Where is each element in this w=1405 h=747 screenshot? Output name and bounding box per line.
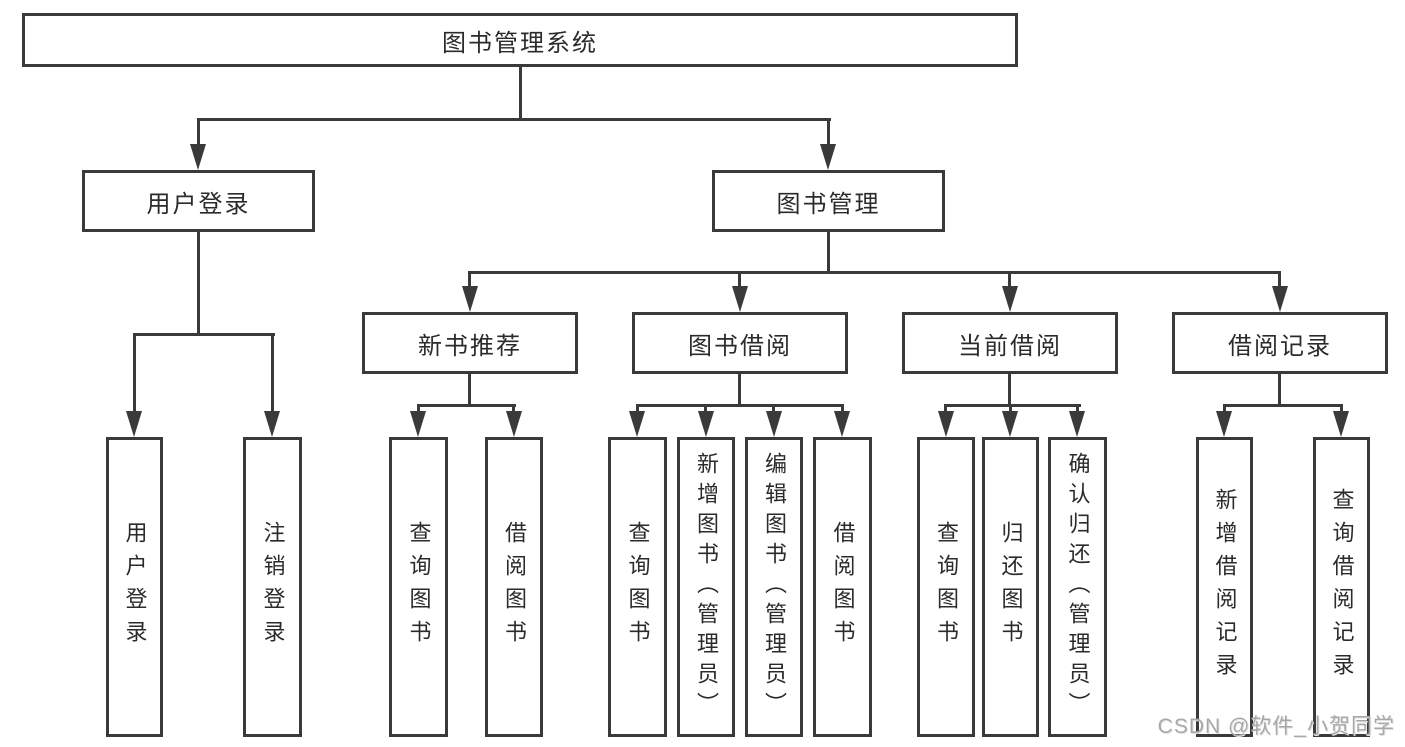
arrow-down-icon	[462, 286, 478, 312]
connector-line	[704, 404, 707, 413]
arrow-down-icon	[1002, 411, 1018, 437]
arrow-down-icon	[732, 286, 748, 312]
leaf-label: 借阅图书	[830, 521, 856, 653]
leaf-logout: 注销登录	[243, 437, 302, 737]
node-user-login-branch: 用户登录	[82, 170, 315, 232]
arrow-down-icon	[938, 411, 954, 437]
leaf-label: 借阅图书	[502, 521, 527, 653]
arrow-down-icon	[1333, 411, 1349, 437]
leaf-label: 注销登录	[260, 521, 286, 653]
connector-line	[827, 118, 830, 148]
node-book-management: 图书管理	[712, 170, 945, 232]
node-library-system-root: 图书管理系统	[22, 13, 1018, 67]
connector-line	[1008, 271, 1011, 289]
leaf-label: 编辑图书（管理员）	[762, 452, 787, 722]
arrow-down-icon	[766, 411, 782, 437]
connector-line	[468, 271, 1281, 274]
arrow-down-icon	[1216, 411, 1232, 437]
connector-line	[519, 67, 522, 120]
connector-line	[1223, 404, 1226, 413]
connector-line	[133, 333, 136, 413]
leaf-user-login: 用户登录	[106, 437, 163, 737]
connector-line	[944, 404, 947, 413]
leaf-confirm-return-admin: 确认归还（管理员）	[1048, 437, 1107, 737]
connector-line	[944, 404, 1081, 407]
connector-line	[636, 404, 844, 407]
connector-line	[197, 118, 831, 121]
connector-line	[772, 404, 775, 413]
arrow-down-icon	[1069, 411, 1085, 437]
arrow-down-icon	[1002, 286, 1018, 312]
leaf-add-book-admin: 新增图书（管理员）	[677, 437, 735, 737]
leaf-query-borrow-record: 查询借阅记录	[1313, 437, 1370, 737]
arrow-down-icon	[410, 411, 426, 437]
arrow-down-icon	[698, 411, 714, 437]
arrow-down-icon	[834, 411, 850, 437]
leaf-borrow-books-borrowing: 借阅图书	[813, 437, 872, 737]
node-label: 图书管理系统	[442, 29, 598, 57]
node-label: 图书管理	[776, 190, 881, 218]
connector-line	[417, 404, 516, 407]
connector-line	[197, 118, 200, 148]
arrow-down-icon	[820, 144, 836, 170]
leaf-label: 新增图书（管理员）	[694, 452, 719, 722]
connector-line	[197, 232, 200, 335]
connector-line	[271, 333, 274, 413]
arrow-down-icon	[506, 411, 522, 437]
connector-line	[468, 271, 471, 289]
leaf-label: 查询图书	[934, 521, 959, 653]
connector-line	[841, 404, 844, 413]
leaf-add-borrow-record: 新增借阅记录	[1196, 437, 1253, 737]
connector-line	[1008, 374, 1011, 406]
node-current-borrowing: 当前借阅	[902, 312, 1118, 374]
node-label: 用户登录	[146, 190, 251, 218]
csdn-watermark: CSDN @软件_小贺同学	[1157, 715, 1395, 738]
leaf-query-books-borrowing: 查询图书	[608, 437, 667, 737]
node-book-borrowing: 图书借阅	[632, 312, 848, 374]
node-label: 新书推荐	[418, 332, 522, 360]
node-new-book-recommend: 新书推荐	[362, 312, 578, 374]
node-label: 当前借阅	[958, 332, 1062, 360]
connector-line	[1278, 374, 1281, 406]
connector-line	[738, 374, 741, 406]
leaf-query-books-recommend: 查询图书	[389, 437, 448, 737]
node-label: 图书借阅	[688, 332, 792, 360]
connector-line	[1076, 404, 1079, 413]
leaf-return-book: 归还图书	[982, 437, 1039, 737]
leaf-borrow-books-recommend: 借阅图书	[485, 437, 543, 737]
connector-line	[827, 232, 830, 273]
leaf-label: 用户登录	[122, 521, 148, 653]
connector-line	[468, 374, 471, 406]
leaf-label: 新增借阅记录	[1212, 488, 1238, 686]
leaf-label: 查询借阅记录	[1329, 488, 1355, 686]
arrow-down-icon	[629, 411, 645, 437]
arrow-down-icon	[264, 411, 280, 437]
connector-line	[1340, 404, 1343, 413]
leaf-edit-book-admin: 编辑图书（管理员）	[745, 437, 803, 737]
connector-line	[1278, 271, 1281, 289]
leaf-label: 归还图书	[998, 521, 1024, 653]
connector-line	[738, 271, 741, 289]
connector-line	[1009, 404, 1012, 413]
connector-line	[1223, 404, 1343, 407]
arrow-down-icon	[1272, 286, 1288, 312]
node-borrowing-records: 借阅记录	[1172, 312, 1388, 374]
connector-line	[512, 404, 515, 413]
connector-line	[636, 404, 639, 413]
leaf-label: 查询图书	[625, 521, 651, 653]
leaf-query-books-current: 查询图书	[917, 437, 975, 737]
leaf-label: 确认归还（管理员）	[1065, 452, 1091, 722]
arrow-down-icon	[190, 144, 206, 170]
leaf-label: 查询图书	[406, 521, 432, 653]
node-label: 借阅记录	[1228, 332, 1332, 360]
connector-line	[133, 333, 275, 336]
arrow-down-icon	[126, 411, 142, 437]
connector-line	[417, 404, 420, 413]
